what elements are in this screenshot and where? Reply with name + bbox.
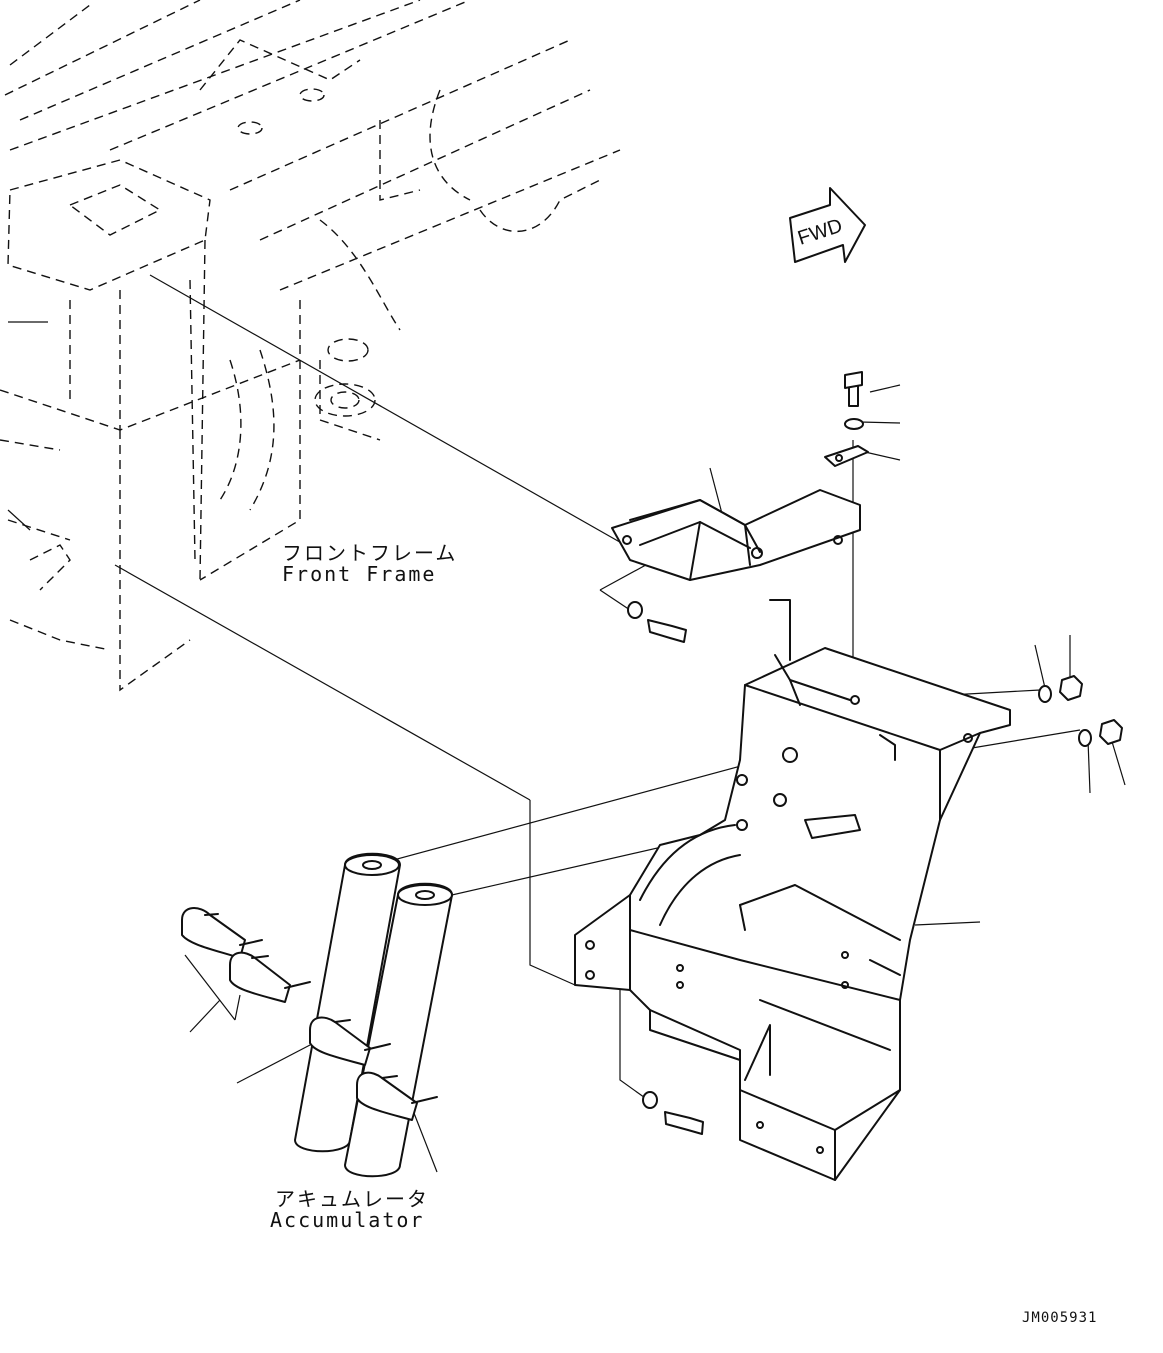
front-frame-label-en: Front Frame — [282, 562, 437, 586]
drawing-number: JM005931 — [1022, 1310, 1098, 1326]
front-frame-outline — [0, 0, 621, 692]
bolt-washer-plate — [824, 371, 869, 467]
main-bracket — [574, 599, 1011, 1181]
accumulator-label-jp: アキュムレータ — [275, 1187, 429, 1211]
front-frame-label-jp: フロントフレーム — [282, 541, 458, 565]
accumulator-label-en: Accumulator — [270, 1208, 425, 1232]
cover-bracket — [611, 489, 861, 581]
nuts-washers-right — [1038, 675, 1123, 747]
washer-bolt-left — [627, 601, 704, 1135]
accumulator-1 — [294, 852, 401, 1153]
fwd-arrow: FWD — [789, 187, 866, 263]
accumulator-clamps — [181, 907, 438, 1121]
